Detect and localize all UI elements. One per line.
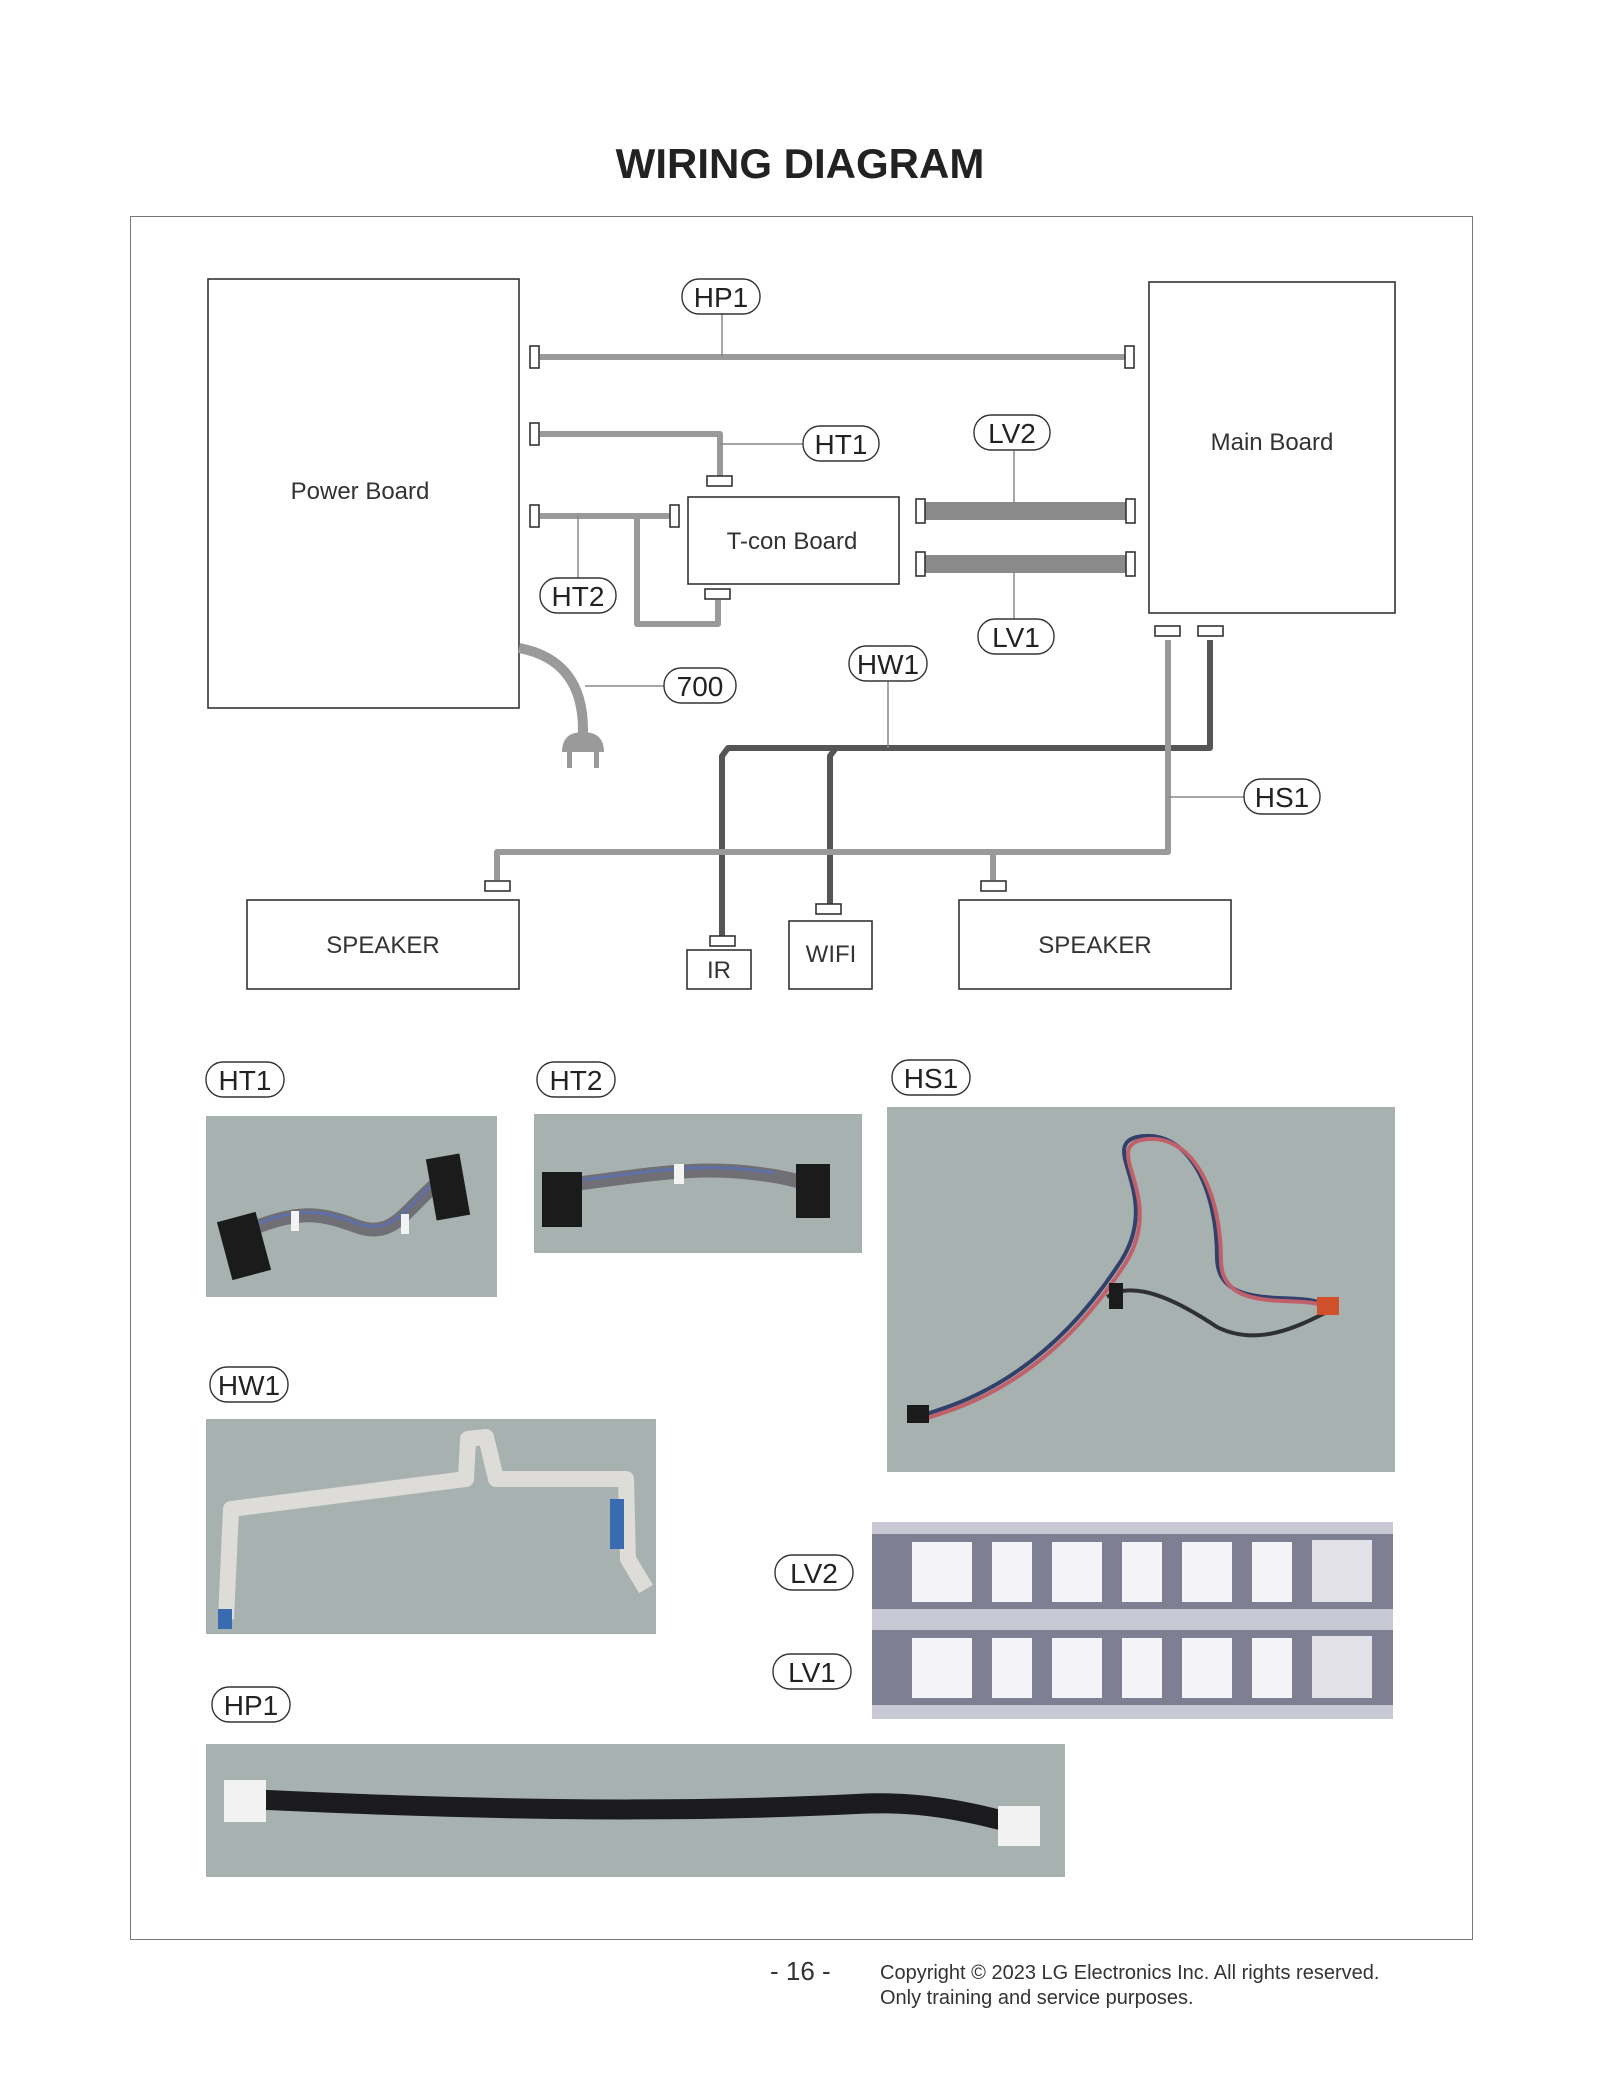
wifi-box — [788, 920, 873, 990]
ht1-tag-pill — [802, 425, 880, 462]
hw1-wire-main — [719, 640, 1213, 938]
photo-lv-cables — [872, 1522, 1393, 1719]
hw1-tag-pill — [848, 645, 928, 682]
hw1-wire-wifi — [827, 746, 839, 904]
lv1-connector-left — [915, 551, 926, 577]
photo-ht2-pill — [536, 1061, 616, 1098]
power-cord-tag-pill — [663, 667, 737, 704]
photo-hp1-pill — [211, 1686, 291, 1723]
speaker-right-connector — [980, 880, 1007, 892]
ht2-connector-tcon — [669, 504, 680, 528]
power-cord-tag: 700 — [677, 671, 724, 702]
lv2-connector-left — [915, 498, 926, 524]
lv2-tag: LV2 — [988, 418, 1036, 449]
ir-box — [686, 949, 752, 990]
ht2-connector-tcon-bottom — [704, 588, 731, 600]
photo-lv1-pill — [772, 1653, 852, 1690]
speaker-right-label: SPEAKER — [1038, 932, 1151, 959]
ht1-tag: HT1 — [815, 429, 868, 460]
hp1-connector-left — [529, 345, 540, 369]
photo-hw1-cable — [206, 1419, 656, 1634]
main-connector-hw1 — [1197, 625, 1224, 637]
speaker-left-connector — [484, 880, 511, 892]
copyright-line-1: Copyright © 2023 LG Electronics Inc. All… — [880, 1962, 1380, 1984]
lv1-tag: LV1 — [992, 622, 1040, 653]
photo-hs1-pill — [891, 1059, 971, 1096]
photo-ht1-label: HT1 — [219, 1065, 272, 1096]
wifi-label: WIFI — [806, 941, 857, 968]
lv2-connector-right — [1125, 498, 1136, 524]
hs1-wire — [494, 640, 1171, 880]
lv2-tag-pill — [973, 414, 1051, 451]
copyright: Copyright © 2023 LG Electronics Inc. All… — [880, 1961, 1379, 2011]
power-plug-icon — [562, 732, 604, 768]
photo-hw1-label: HW1 — [218, 1370, 280, 1401]
speaker-left-label: SPEAKER — [326, 932, 439, 959]
photo-lv1-label: LV1 — [788, 1657, 836, 1688]
lv1-connector-right — [1125, 551, 1136, 577]
speaker-right-box — [958, 899, 1232, 990]
wifi-connector — [815, 903, 842, 915]
photo-ht1-pill — [205, 1061, 285, 1098]
power-board-box — [207, 278, 520, 709]
photo-hp1-label: HP1 — [224, 1690, 278, 1721]
main-board-label: Main Board — [1211, 429, 1334, 456]
hs1-tag-pill — [1243, 778, 1321, 815]
ir-label: IR — [707, 957, 731, 984]
main-board-box — [1148, 281, 1396, 614]
speaker-left-box — [246, 899, 520, 990]
ht1-connector-power — [529, 422, 540, 446]
power-board-label: Power Board — [291, 478, 430, 505]
photo-lv2-label: LV2 — [790, 1558, 838, 1589]
ir-connector — [709, 935, 736, 947]
photo-hw1-pill — [209, 1366, 289, 1403]
photo-hs1-label: HS1 — [904, 1063, 958, 1094]
photo-hp1-cable — [206, 1744, 1065, 1877]
hp1-tag: HP1 — [694, 282, 748, 313]
tcon-board-label: T-con Board — [727, 528, 858, 555]
photo-ht1-cable — [206, 1116, 497, 1297]
hw1-tag: HW1 — [857, 649, 919, 680]
hp1-connector-right — [1124, 345, 1135, 369]
page-number: - 16 - — [770, 1956, 831, 1986]
copyright-line-2: Only training and service purposes. — [880, 1987, 1194, 2009]
tcon-board-box — [687, 496, 900, 585]
photo-lv2-pill — [774, 1554, 854, 1591]
hp1-tag-pill — [681, 278, 761, 315]
power-cord-wire — [517, 643, 588, 738]
connectors — [484, 345, 1224, 947]
ht2-connector-power — [529, 504, 540, 528]
ht1-connector-tcon — [706, 475, 733, 487]
ht1-wire — [540, 431, 723, 476]
photo-ht2-label: HT2 — [550, 1065, 603, 1096]
lv1-tag-pill — [977, 618, 1055, 655]
ht2-wire-b — [634, 516, 721, 627]
main-connector-hs1 — [1154, 625, 1181, 637]
diagram-frame — [130, 216, 1473, 1940]
ht2-tag-pill — [539, 577, 617, 614]
photo-ht2-cable — [534, 1114, 862, 1253]
page-title: WIRING DIAGRAM — [615, 140, 985, 187]
ht2-tag: HT2 — [552, 581, 605, 612]
photo-hs1-cable — [887, 1107, 1395, 1472]
hs1-tag: HS1 — [1255, 782, 1309, 813]
